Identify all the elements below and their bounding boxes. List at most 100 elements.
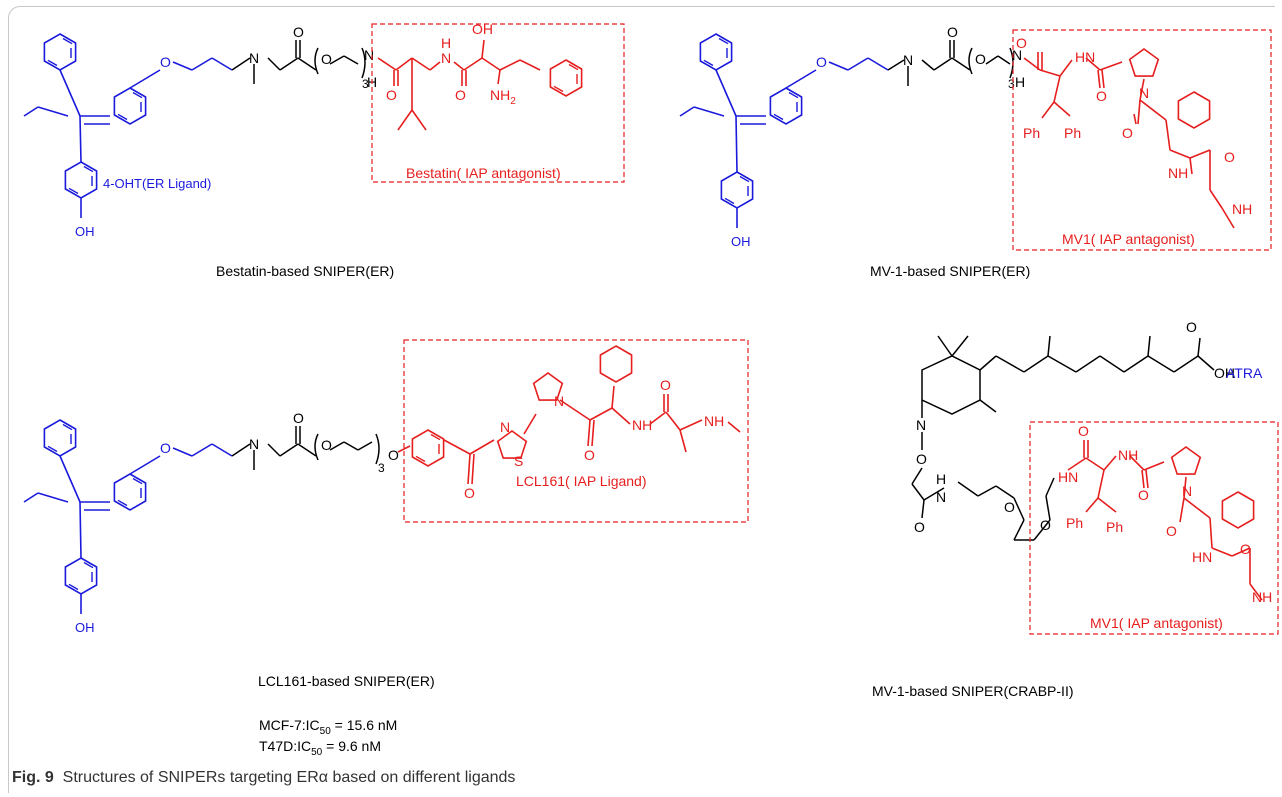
mv1-label-2: MV1( IAP antagonist)	[1090, 615, 1223, 631]
crabp-linker	[911, 467, 1055, 541]
crabp-amide-h: H	[936, 471, 946, 487]
figure-number: Fig. 9	[12, 769, 54, 786]
mv1-2-nh: NH	[1118, 447, 1138, 463]
mv1-2-hn-2: HN	[1192, 549, 1212, 565]
panel-4-title: MV-1-based SNIPER(CRABP-II)	[872, 683, 1074, 699]
lcl-amide-o-2: O	[660, 377, 671, 393]
carbonyl-o: O	[293, 24, 304, 40]
amide-h-3: H	[1015, 74, 1025, 90]
peg-oxygen-2: O	[975, 51, 986, 67]
amine-n: N	[249, 50, 259, 66]
mv1-box-1	[1012, 29, 1272, 251]
mv1-fragment-2	[1067, 440, 1263, 601]
lcl-nh: NH	[632, 417, 652, 433]
ketone-o: O	[464, 485, 475, 501]
peg-repeat-count-3: 3	[378, 461, 385, 475]
mv1-2-ph-2: Ph	[1106, 519, 1123, 535]
amide-o-2: O	[455, 87, 466, 103]
lcl-amide-o: O	[584, 447, 595, 463]
peg-linker-2	[887, 40, 1014, 86]
acid-o: O	[1186, 319, 1197, 335]
mv1-o-3: O	[1122, 125, 1133, 141]
mv1-ph-2: Ph	[1064, 125, 1081, 141]
mv1-2-o-1: O	[1078, 423, 1089, 439]
mv1-2-o-4: O	[1240, 541, 1251, 557]
mv1-2-ph-1: Ph	[1066, 515, 1083, 531]
hydroxyl-oh: OH	[472, 21, 493, 37]
mv1-nh-side: NH	[1168, 165, 1188, 181]
mv1-nh: HN	[1075, 49, 1095, 65]
mv1-box-2	[1029, 421, 1279, 635]
ether-oxygen-2: O	[816, 54, 827, 70]
phenol-oh-3: OH	[75, 620, 95, 635]
mv1-o-4: O	[1224, 149, 1235, 165]
pyrrolidine-n-3: N	[554, 393, 564, 409]
carbonyl-o-3: O	[293, 410, 304, 426]
atra-label: ATRA	[1226, 365, 1263, 381]
figure-caption: Fig. 9 Structures of SNIPERs targeting E…	[12, 769, 515, 787]
lcl161-fragment	[397, 345, 741, 485]
mv1-label-1: MV1( IAP antagonist)	[1062, 231, 1195, 247]
ligand-label-4oht: 4-OHT(ER Ligand)	[103, 176, 211, 191]
ether-oxygen: O	[160, 54, 171, 70]
peg-linker-3	[231, 426, 380, 470]
bestatin-fragment	[377, 39, 583, 131]
crabp-peg-o-1: O	[1004, 499, 1015, 515]
carbonyl-o-2: O	[947, 24, 958, 40]
crabp-amide-o: O	[914, 519, 925, 535]
tamoxifen-core-2	[679, 33, 889, 228]
peg-end-oxygen: O	[388, 447, 399, 463]
ether-oxygen-3: O	[160, 440, 171, 456]
mv1-pyrrolidine-n: N	[1139, 85, 1149, 101]
peg-repeat-count-2: 3	[1008, 77, 1015, 91]
atra-core	[921, 335, 1215, 450]
amide-o-1: O	[386, 87, 397, 103]
thiazole-s: S	[514, 453, 523, 469]
amide-n-3: N	[1012, 47, 1022, 63]
crabp-amide-n: N	[936, 489, 946, 505]
oxime-o: O	[916, 451, 927, 467]
tamoxifen-core-1	[23, 33, 233, 218]
mv1-2-pyrrolidine-n: N	[1182, 483, 1192, 499]
peg-oxygen: O	[321, 51, 332, 67]
lcl161-box	[403, 339, 749, 523]
lcl-nh-methyl: NH	[704, 413, 724, 429]
amide-n: N	[364, 47, 374, 63]
amine-n-2: N	[903, 52, 913, 68]
panel-3-title: LCL161-based SNIPER(ER)	[258, 673, 435, 689]
mv1-o-1: O	[1016, 35, 1027, 51]
mv1-2-o-3: O	[1166, 523, 1177, 539]
amide-n-2: N	[441, 50, 451, 66]
panel-bestatin-sniper: O OH 4-OHT(ER Ligand) N O O 3 N H	[23, 21, 625, 279]
panel-mv1-crabp-sniper: O OH ATRA N O N H O	[872, 319, 1279, 699]
peg-oxygen-3: O	[321, 437, 332, 453]
mv1-fragment-1	[1023, 48, 1235, 229]
oxime-n: N	[916, 417, 926, 433]
crabp-peg-o-2: O	[1040, 517, 1051, 533]
panel-1-title: Bestatin-based SNIPER(ER)	[216, 263, 394, 279]
amine-n-3: N	[249, 436, 259, 452]
phenol-oh: OH	[75, 224, 95, 239]
amide-h-2: H	[441, 35, 451, 51]
bestatin-label: Bestatin( IAP antagonist)	[406, 165, 561, 181]
panel-2-title: MV-1-based SNIPER(ER)	[870, 263, 1030, 279]
tamoxifen-core-3	[23, 419, 233, 614]
bestatin-box	[371, 23, 625, 183]
panel-mv1-sniper: O OH N O O 3 N H	[679, 24, 1272, 279]
peg-linker-1	[231, 40, 366, 84]
figure-caption-text: Structures of SNIPERs targeting ERα base…	[62, 769, 516, 786]
mv1-2-o-2: O	[1138, 487, 1149, 503]
ic50-mcf7: MCF-7:IC50 = 15.6 nM	[259, 717, 397, 737]
mv1-o-2: O	[1096, 88, 1107, 104]
thiazole-n: N	[500, 419, 510, 435]
lcl161-label: LCL161( IAP Ligand)	[516, 473, 647, 489]
phenol-oh-2: OH	[731, 234, 751, 249]
ic50-t47d: T47D:IC50 = 9.6 nM	[259, 738, 381, 758]
panel-lcl161-sniper: O OH N O O 3 O	[23, 339, 749, 758]
acid-oh: OH	[1214, 365, 1235, 381]
amino-nh2: NH2	[490, 87, 516, 107]
mv1-nh-methyl: NH	[1232, 201, 1252, 217]
peg-repeat-count: 3	[362, 77, 369, 91]
